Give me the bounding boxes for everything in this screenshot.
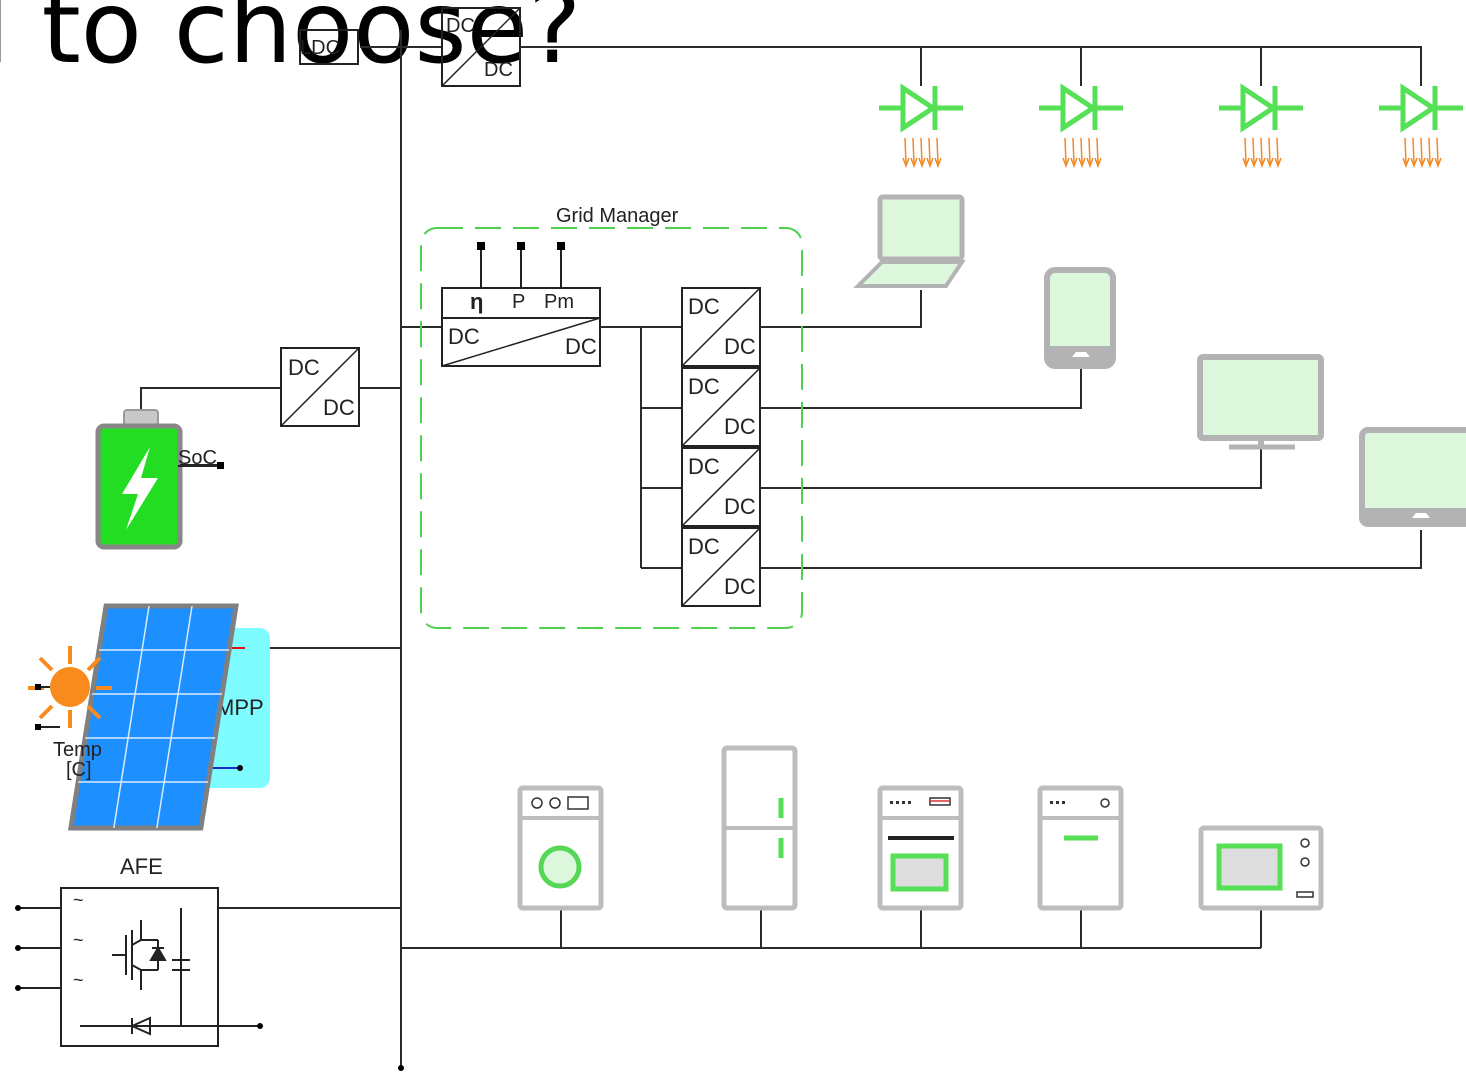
solar-panel: MPP Temp [C] xyxy=(28,603,270,831)
ldc-block: LDC xyxy=(299,29,359,65)
led-icon xyxy=(879,83,963,169)
converter-label-out: DC xyxy=(724,494,756,519)
converter-label-in: DC xyxy=(448,324,480,349)
afe-phase-labels: ~ ~ ~ xyxy=(73,890,84,990)
converter-label-out: DC xyxy=(484,59,513,81)
converter-label-in: DC xyxy=(446,15,475,37)
converter-label-in: DC xyxy=(688,534,720,559)
dc-dc-converter-top: DC DC xyxy=(441,7,521,87)
ac-phase-2: ~ xyxy=(73,930,84,950)
oven xyxy=(877,785,964,911)
tablet xyxy=(1359,427,1466,527)
soc-label: SoC xyxy=(178,447,217,469)
bus-terminal xyxy=(398,1065,404,1071)
grid-manager-main-converter: η P Pm DC DC xyxy=(441,242,601,367)
microwave xyxy=(1198,825,1324,911)
converter-label-out: DC xyxy=(724,574,756,599)
battery-converter: DC DC xyxy=(280,347,360,427)
converter-label-out: DC xyxy=(323,395,355,420)
dishwasher xyxy=(1037,785,1124,911)
afe-block xyxy=(18,887,260,1047)
ac-phase-1: ~ xyxy=(73,890,84,910)
lightning-icon xyxy=(122,447,158,530)
led-icon xyxy=(1219,83,1303,169)
temp-label: Temp xyxy=(53,739,102,761)
converter-label-out: DC xyxy=(724,414,756,439)
sun-icon xyxy=(28,646,112,728)
grid-manager-frame xyxy=(420,227,803,629)
converter-label-in: DC xyxy=(288,355,320,380)
converter-label-in: DC xyxy=(688,454,720,479)
temp-unit-label: [C] xyxy=(66,759,92,781)
converter-label-out: DC xyxy=(724,334,756,359)
phone xyxy=(1044,267,1116,369)
fridge xyxy=(721,745,798,911)
p-label: P xyxy=(512,291,525,313)
laptop xyxy=(853,194,966,288)
converter-label-in: DC xyxy=(688,294,720,319)
afe-label: AFE xyxy=(120,854,163,879)
slide-title: l to choose? xyxy=(0,0,582,86)
led-icon xyxy=(1379,83,1463,169)
grid-manager-label: Grid Manager xyxy=(556,205,679,227)
ac-phase-3: ~ xyxy=(73,970,84,990)
bus-wiring xyxy=(140,30,1422,1068)
eta-label: η xyxy=(470,289,483,314)
converter-label-out: DC xyxy=(565,334,597,359)
led-icon xyxy=(1039,83,1123,169)
mpp-label: MPP xyxy=(216,695,264,720)
ldc-label: LDC xyxy=(300,37,340,59)
washing-machine xyxy=(517,785,604,911)
monitor xyxy=(1197,354,1324,450)
leds-row xyxy=(879,83,1463,169)
pm-label: Pm xyxy=(544,291,574,313)
converter-label-in: DC xyxy=(688,374,720,399)
battery: SoC xyxy=(95,409,224,550)
